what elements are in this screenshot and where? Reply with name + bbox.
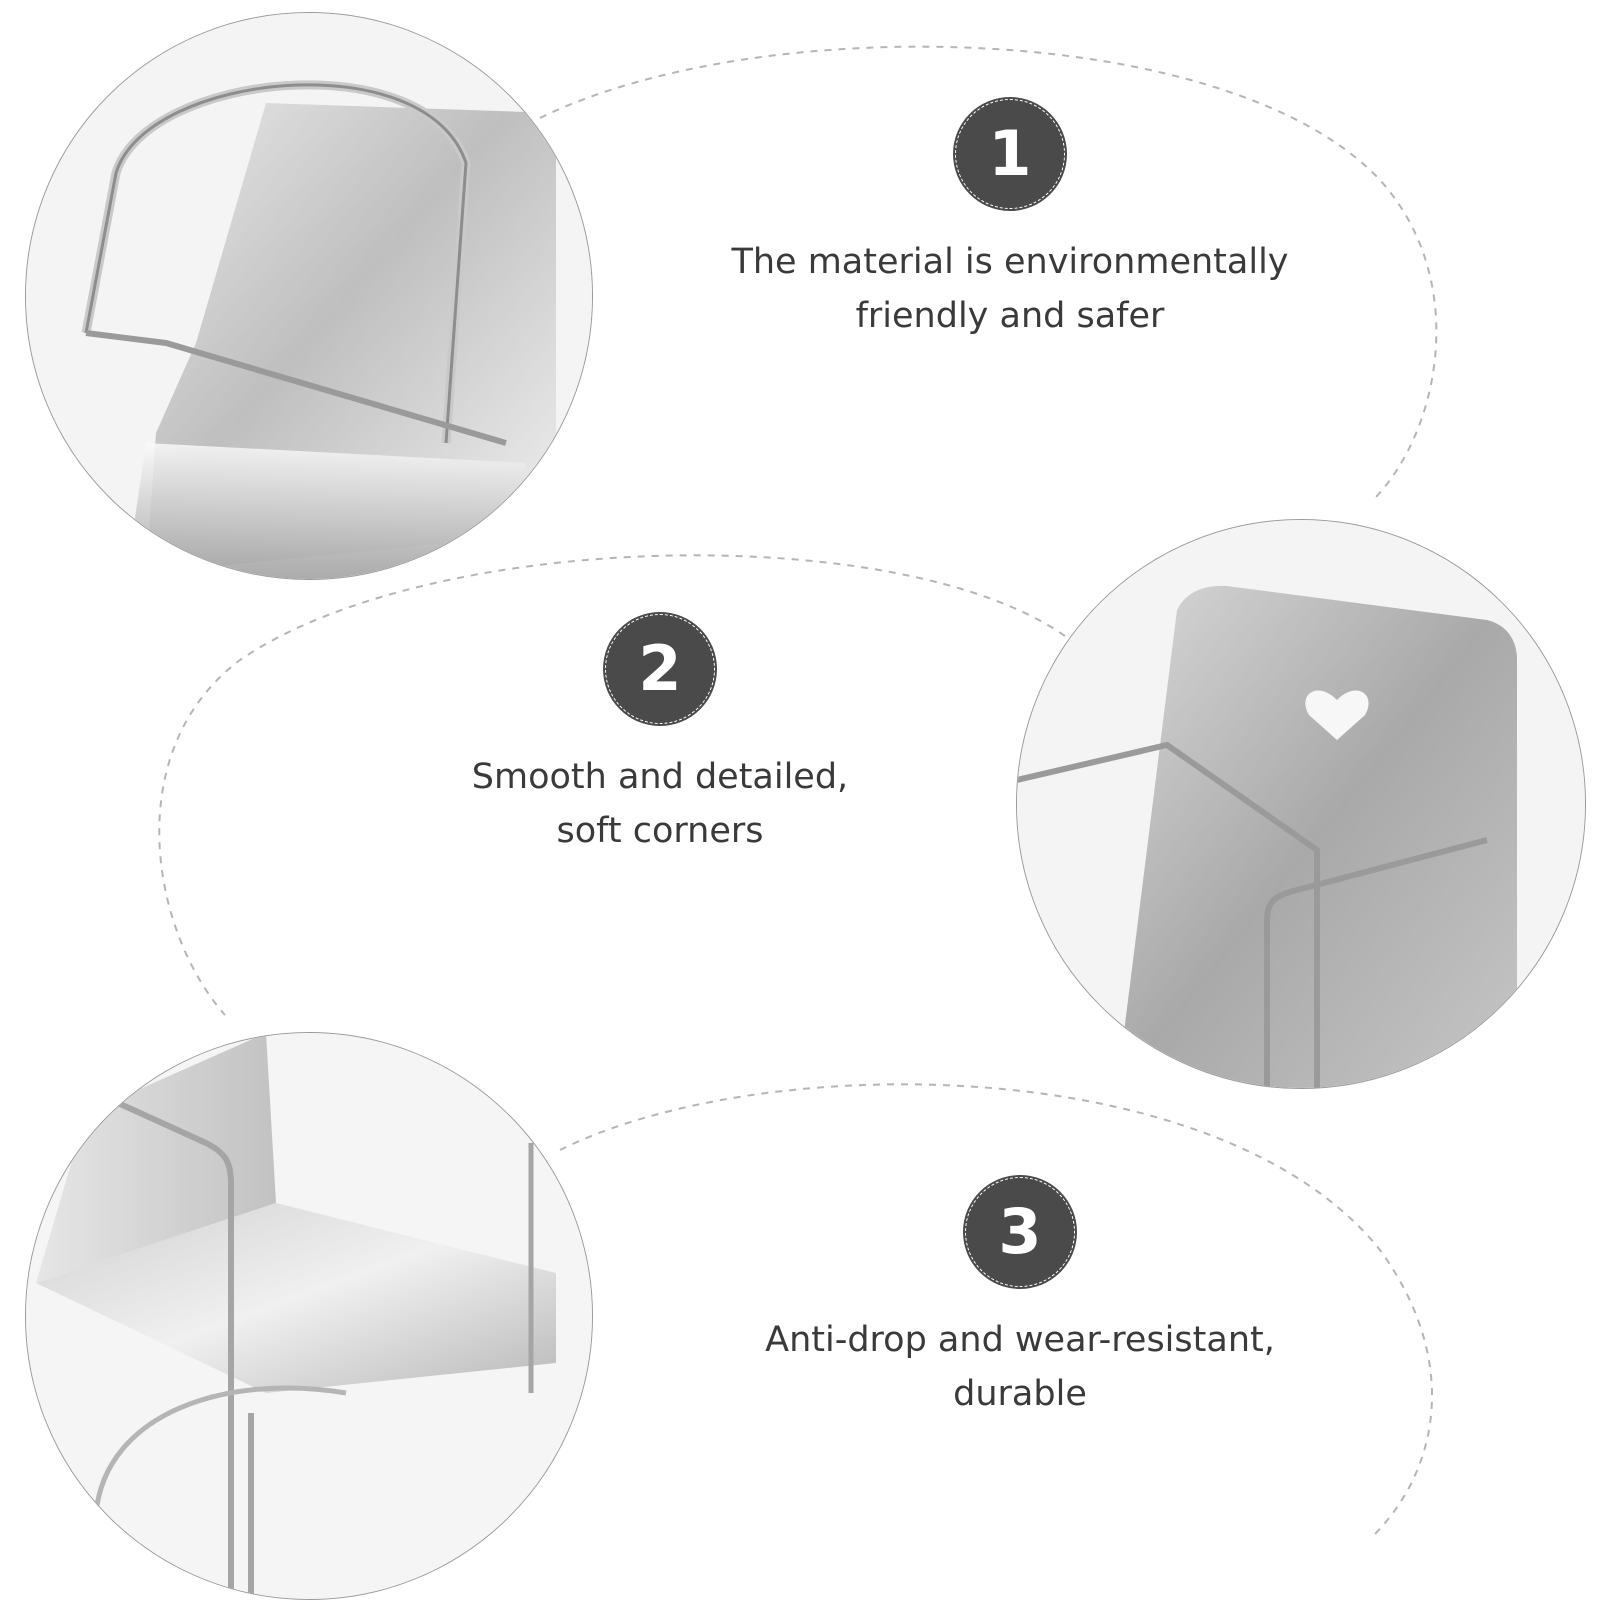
product-photo-1 xyxy=(25,12,593,580)
product-photo-1-illustration xyxy=(26,13,592,579)
feature-3-number: 3 xyxy=(998,1195,1042,1268)
heart-cutout-icon xyxy=(1305,690,1369,740)
feature-2-number-badge: 2 xyxy=(603,612,717,726)
product-photo-2-illustration xyxy=(1017,520,1585,1088)
dashed-arc-1 xyxy=(539,45,1438,499)
feature-2-number: 2 xyxy=(638,632,682,705)
product-photo-2 xyxy=(1016,519,1586,1089)
feature-3-number-badge: 3 xyxy=(963,1175,1077,1289)
feature-3-text: Anti-drop and wear-resistant, durable xyxy=(765,1320,1275,1414)
feature-2: 2 Smooth and detailed, soft corners xyxy=(360,612,960,858)
feature-1: 1 The material is environmentally friend… xyxy=(690,97,1330,343)
feature-2-text: Smooth and detailed, soft corners xyxy=(471,757,849,851)
dashed-arc-2 xyxy=(158,554,1066,1016)
feature-3: 3 Anti-drop and wear-resistant, durable xyxy=(700,1175,1340,1421)
feature-1-text: The material is environmentally friendly… xyxy=(731,242,1289,336)
feature-1-number-badge: 1 xyxy=(953,97,1067,211)
product-photo-3-illustration xyxy=(26,1033,592,1599)
feature-1-number: 1 xyxy=(988,117,1032,190)
product-photo-3 xyxy=(25,1032,593,1600)
dashed-arc-3 xyxy=(559,1083,1433,1538)
